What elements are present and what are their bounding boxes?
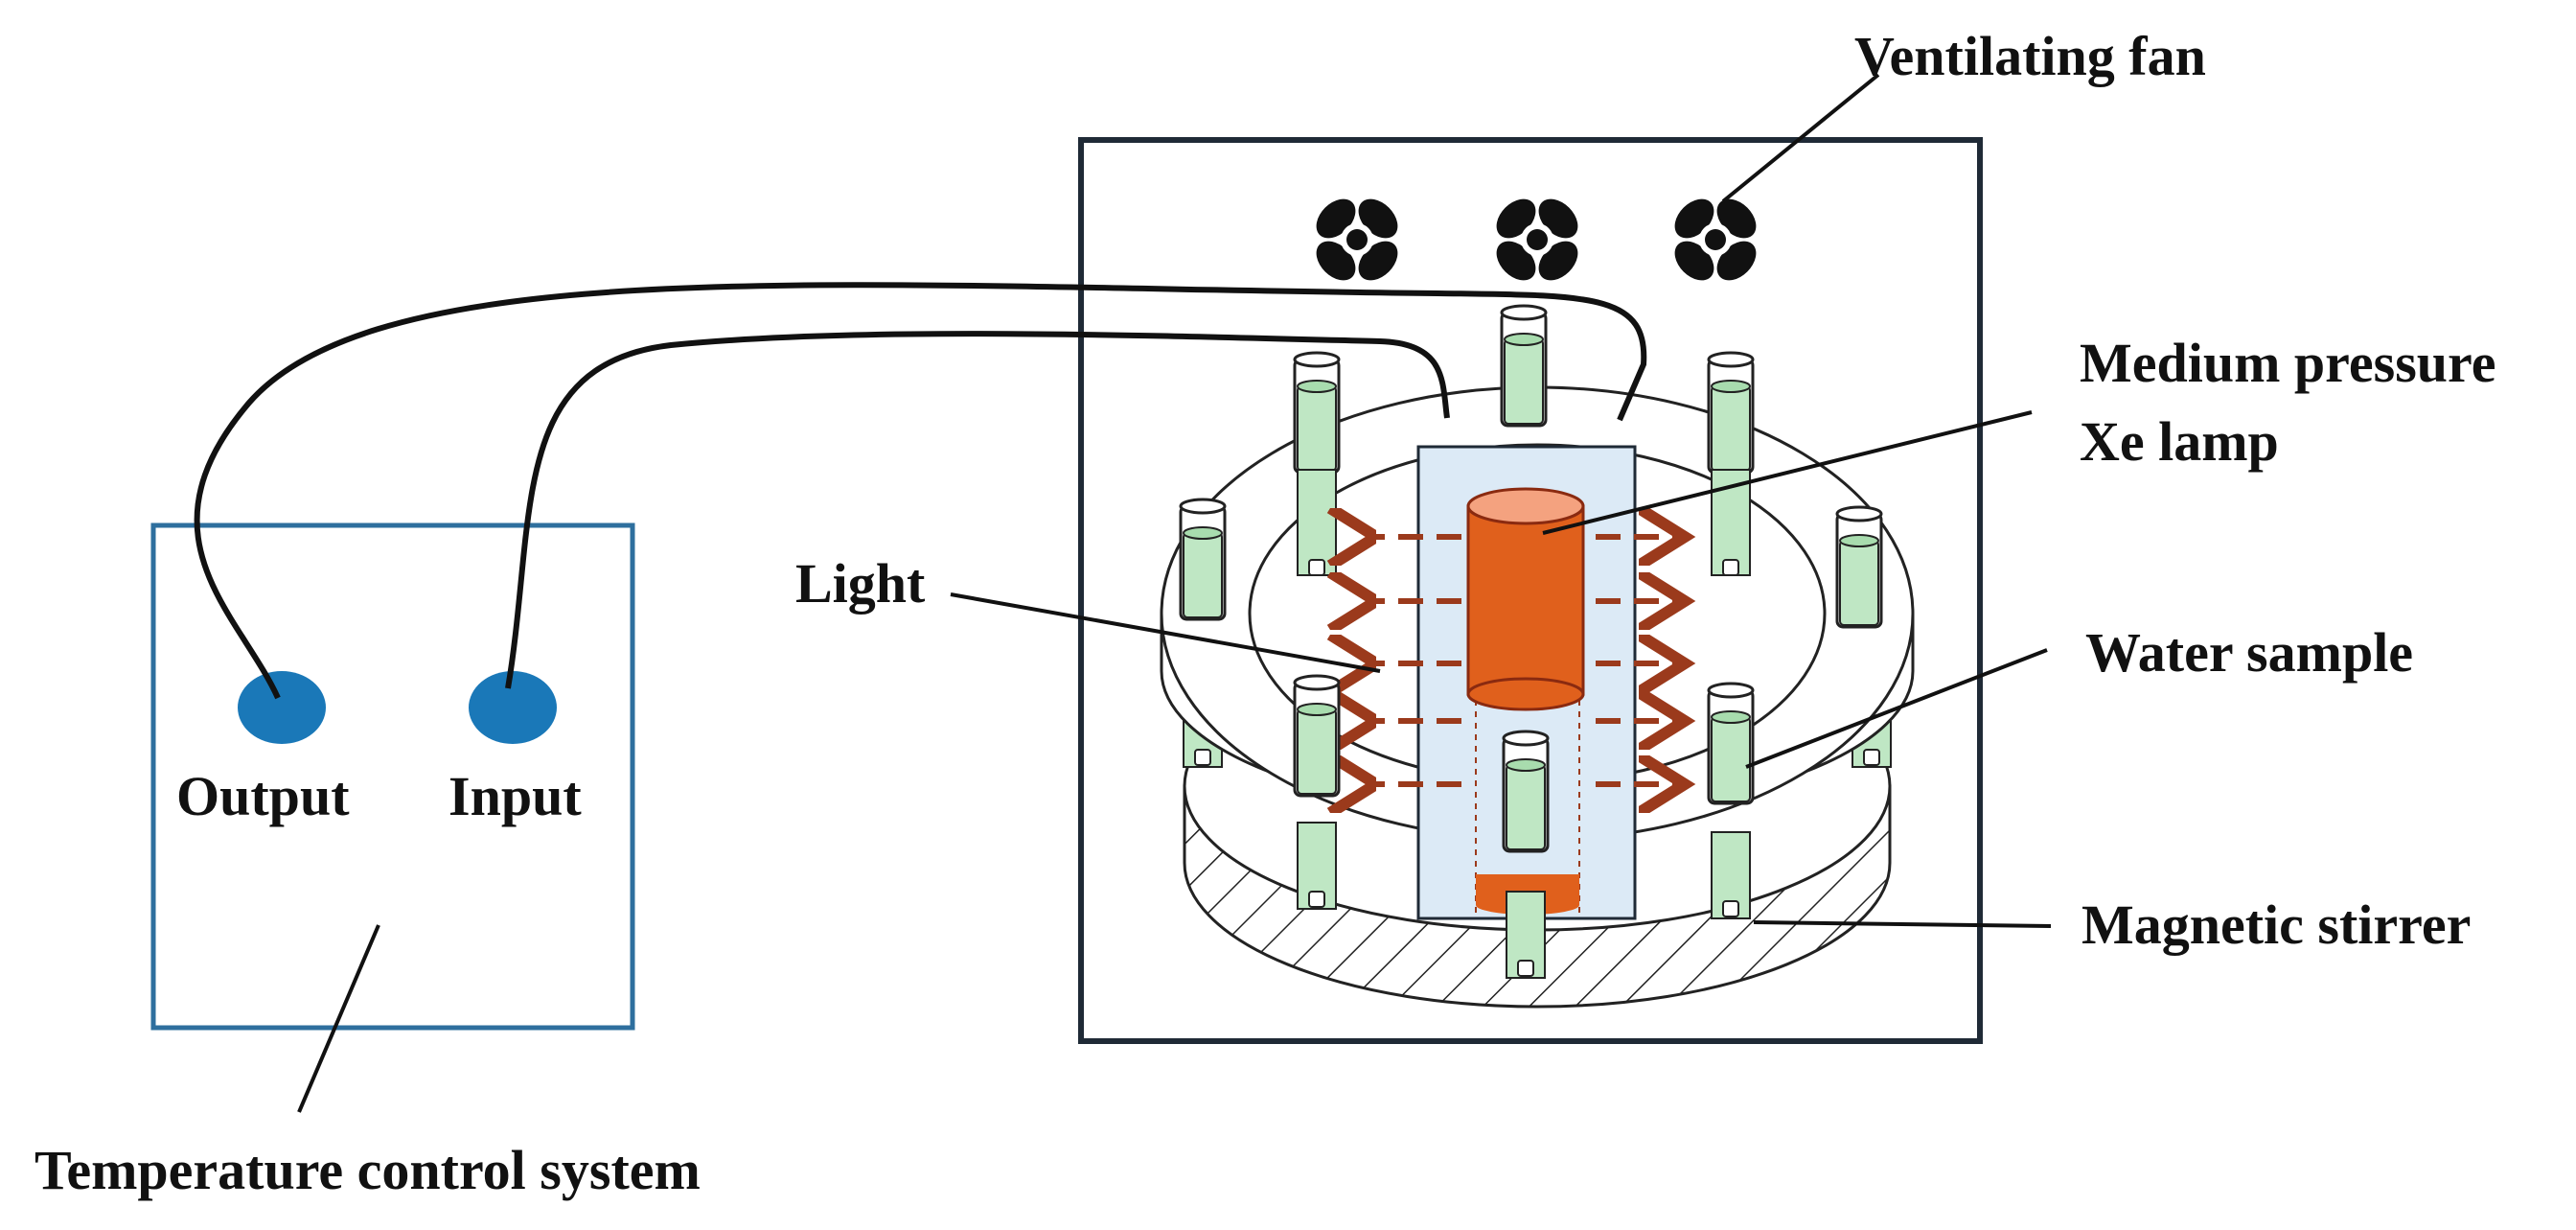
water-sample-tube bbox=[1502, 730, 1550, 853]
input-hose bbox=[505, 331, 1450, 689]
light-label: Light bbox=[795, 552, 926, 615]
temperature-control-box bbox=[150, 522, 635, 1031]
output-port bbox=[238, 671, 326, 744]
fan-leader bbox=[1721, 73, 1880, 203]
input-port bbox=[469, 671, 557, 744]
lamp-label-line1: Medium pressure bbox=[2080, 332, 2496, 394]
magnetic-stirrer-leader bbox=[1753, 920, 2052, 928]
water-sample-tube bbox=[1179, 498, 1227, 621]
water-sample-label: Water sample bbox=[2085, 621, 2413, 684]
ventilating-fan-label: Ventilating fan bbox=[1854, 25, 2206, 87]
temperature-control-leader bbox=[297, 924, 380, 1113]
water-sample-tube bbox=[1707, 682, 1755, 805]
input-label: Input bbox=[448, 765, 582, 827]
water-sample-tube bbox=[1293, 674, 1341, 798]
water-sample-tube bbox=[1707, 351, 1755, 475]
water-sample-tube bbox=[1835, 505, 1883, 629]
lamp-label-line2: Xe lamp bbox=[2080, 410, 2279, 473]
light-arrows bbox=[1370, 537, 1679, 784]
water-sample-tube bbox=[1293, 351, 1341, 475]
light-leader bbox=[950, 592, 1381, 673]
magnetic-stirrer-label: Magnetic stirrer bbox=[2082, 893, 2471, 956]
water-sample-leader bbox=[1745, 648, 2048, 769]
output-label: Output bbox=[176, 765, 350, 827]
lamp-leader bbox=[1542, 410, 2033, 535]
water-sample-tube bbox=[1500, 304, 1548, 428]
temperature-control-label: Temperature control system bbox=[34, 1139, 701, 1201]
output-hose bbox=[194, 282, 1647, 700]
xe-lamp bbox=[1466, 504, 1585, 696]
